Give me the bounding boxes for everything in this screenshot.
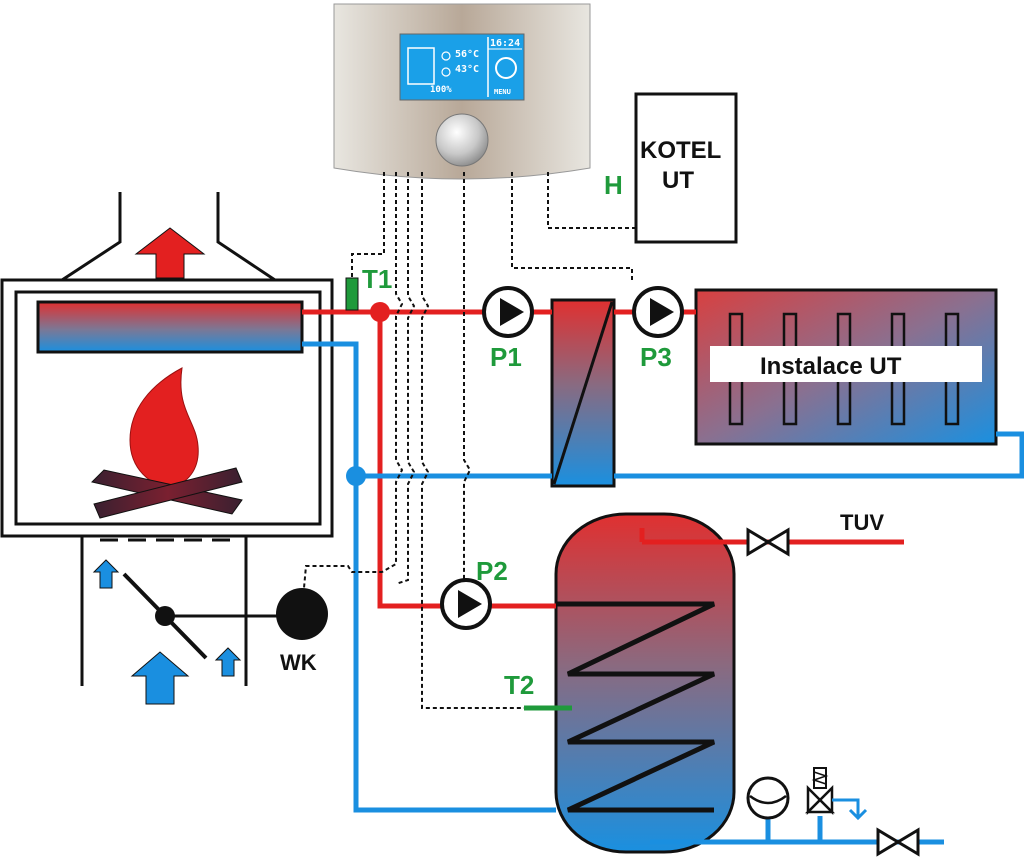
signal-wires xyxy=(303,172,636,709)
wk-actuator xyxy=(276,588,328,640)
heat-exchanger xyxy=(550,298,616,488)
h-label: H xyxy=(604,170,623,200)
lcd-percent: 100% xyxy=(430,85,452,95)
lcd-pump2-icon xyxy=(441,67,451,77)
wk-label: WK xyxy=(280,650,317,675)
lcd-temp-bottom: 43°C xyxy=(455,64,479,75)
p3-label: P3 xyxy=(640,342,672,372)
lcd-pump-icon xyxy=(441,51,451,61)
p1-label: P1 xyxy=(490,342,522,372)
instalace-ut-label: Instalace UT xyxy=(760,353,902,380)
lcd-menu: MENU xyxy=(494,88,511,96)
pump-p3 xyxy=(632,286,684,338)
inlet-valve-icon xyxy=(876,827,920,857)
boiler xyxy=(0,192,334,686)
flue-arrow-icon xyxy=(134,227,206,279)
tuv-label: TUV xyxy=(840,510,884,535)
t2-label: T2 xyxy=(504,670,534,700)
logs-icon xyxy=(91,467,243,519)
controller-knob[interactable] xyxy=(435,113,489,167)
safety-valve-icon xyxy=(804,767,868,821)
expansion-vessel-icon xyxy=(746,776,790,820)
lcd-boiler-icon xyxy=(407,47,435,85)
lcd-fan-icon xyxy=(495,57,517,79)
lcd-content: 16:24 56°C 43°C 100% MENU xyxy=(407,37,522,97)
pump-p2 xyxy=(440,578,492,630)
tuv-valve-icon xyxy=(746,527,790,557)
kotel-ut-box xyxy=(634,92,738,244)
t1-label: T1 xyxy=(362,264,392,294)
flame-icon xyxy=(129,367,199,487)
air-damper xyxy=(122,572,286,660)
air-arrow-small2-icon xyxy=(214,647,242,677)
air-arrow-large-icon xyxy=(130,651,190,705)
kotel-label-line1: KOTEL xyxy=(640,137,721,164)
instalace-ut xyxy=(694,288,998,446)
hot-water-tank xyxy=(554,512,736,854)
controller-unit xyxy=(333,3,591,180)
kotel-label-line2: UT xyxy=(662,167,694,194)
controller-lcd xyxy=(399,33,525,101)
p2-label: P2 xyxy=(476,556,508,586)
t1-sensor xyxy=(345,277,359,311)
hot-junction xyxy=(370,302,390,322)
lcd-temp-top: 56°C xyxy=(455,49,479,60)
cold-junction xyxy=(346,466,366,486)
air-arrow-small-icon xyxy=(92,559,120,589)
pump-p1 xyxy=(482,286,534,338)
lcd-time: 16:24 xyxy=(490,38,520,49)
